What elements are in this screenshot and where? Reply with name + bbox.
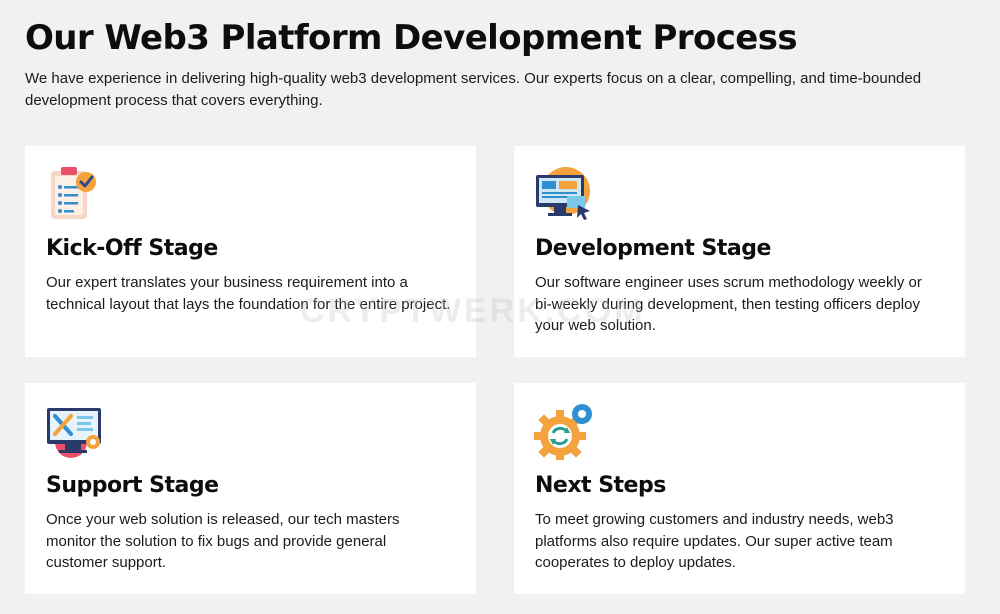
gear-refresh-icon: [534, 402, 594, 462]
process-card-next-steps: Next Steps To meet growing customers and…: [514, 383, 965, 594]
card-text: Our expert translates your business requ…: [46, 274, 451, 313]
process-card-kickoff: Kick-Off Stage Our expert translates you…: [25, 146, 476, 357]
card-title: Kick-Off Stage: [46, 236, 218, 261]
page-title: Our Web3 Platform Development Process: [25, 18, 798, 58]
card-title: Next Steps: [535, 473, 666, 498]
card-text: Once your web solution is released, our …: [46, 511, 400, 571]
checklist-clipboard-icon: [45, 165, 105, 225]
process-card-development: Development Stage Our software engineer …: [514, 146, 965, 357]
monitor-tools-icon: [45, 402, 105, 462]
intro-text: We have experience in delivering high-qu…: [25, 70, 922, 109]
card-text: Our software engineer uses scrum methodo…: [535, 274, 922, 334]
card-title: Development Stage: [535, 236, 771, 261]
process-card-support: Support Stage Once your web solution is …: [25, 383, 476, 594]
card-title: Support Stage: [46, 473, 219, 498]
monitor-cursor-icon: [534, 165, 594, 225]
card-text: To meet growing customers and industry n…: [535, 511, 894, 571]
